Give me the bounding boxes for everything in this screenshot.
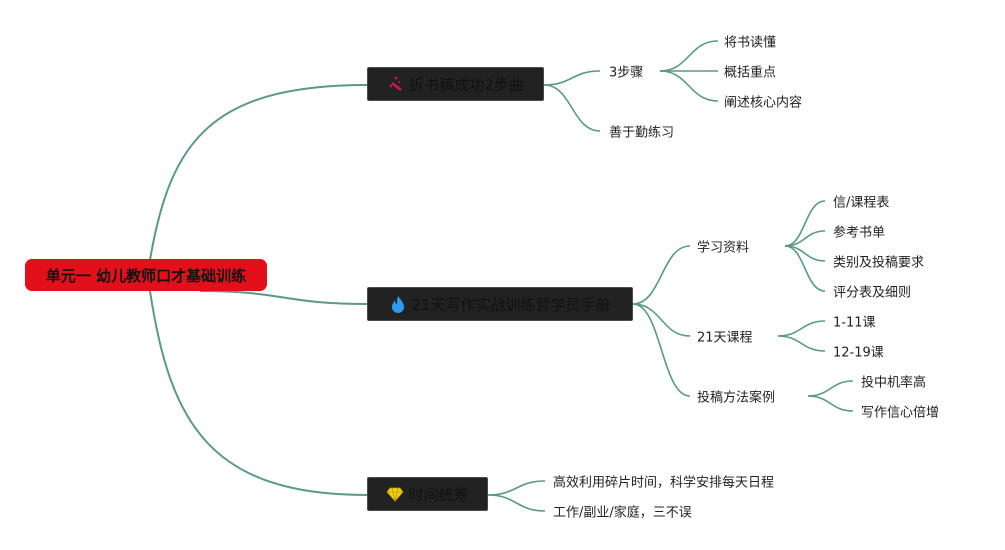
connector-line (784, 200, 826, 247)
subtopic-materials[interactable]: 学习资料 (697, 240, 750, 256)
topic-label: 时间统筹 (408, 485, 469, 504)
subtopic-submission[interactable]: 投稿方法案例 (697, 390, 776, 406)
connector-line (632, 303, 691, 337)
connector-line (807, 380, 854, 397)
connector-line (199, 290, 368, 305)
leaf-item[interactable]: 高效利用碎片时间，科学安排每天日程 (553, 475, 775, 491)
leaf-item[interactable]: 12-19课 (833, 345, 884, 361)
connector-line (487, 494, 546, 512)
topic-writing-camp[interactable]: 21天写作实战训练营学员手册 (367, 287, 633, 321)
fire-icon (389, 295, 407, 313)
connector-line (149, 84, 368, 261)
root-label: 单元一 幼儿教师口才基础训练 (45, 266, 247, 285)
connector-line (632, 303, 691, 397)
connector-line (149, 290, 368, 496)
leaf-item[interactable]: 1-11课 (833, 315, 876, 331)
leaf-item[interactable]: 信/课程表 (833, 195, 890, 211)
leaf-item[interactable]: 评分表及细则 (833, 285, 912, 301)
subtopic-courses[interactable]: 21天课程 (697, 330, 753, 346)
diamond-icon (386, 485, 405, 503)
leaf-item[interactable]: 将书读懂 (724, 35, 777, 51)
connector-line (543, 70, 601, 86)
topic-label: 21天写作实战训练营学员手册 (411, 295, 611, 314)
magic-wand-icon (387, 75, 405, 93)
leaf-item[interactable]: 类别及投稿要求 (833, 255, 925, 271)
subtopic-3-steps[interactable]: 3步骤 (609, 65, 644, 81)
topic-time-planning[interactable]: 时间统筹 (367, 477, 488, 511)
connector-line (777, 320, 826, 337)
leaf-item[interactable]: 参考书单 (833, 225, 886, 241)
topic-label: 拆书稿成功2步曲 (409, 75, 524, 94)
connector-line (777, 335, 826, 352)
leaf-item[interactable]: 阐述核心内容 (724, 95, 803, 111)
connector-line (659, 40, 719, 72)
connector-line (784, 245, 826, 292)
connector-line (632, 245, 691, 305)
connector-line (659, 70, 719, 102)
subtopic-practice[interactable]: 善于勤练习 (609, 125, 675, 141)
leaf-item[interactable]: 写作信心倍增 (861, 405, 940, 421)
leaf-item[interactable]: 投中机率高 (861, 375, 927, 391)
connector-line (487, 480, 546, 496)
connector-line (543, 84, 601, 132)
topic-split-book[interactable]: 拆书稿成功2步曲 (367, 67, 544, 101)
leaf-item[interactable]: 概括重点 (724, 65, 777, 81)
leaf-item[interactable]: 工作/副业/家庭，三不误 (553, 505, 692, 521)
connector-line (807, 395, 854, 412)
root-topic[interactable]: 单元一 幼儿教师口才基础训练 (25, 259, 267, 291)
